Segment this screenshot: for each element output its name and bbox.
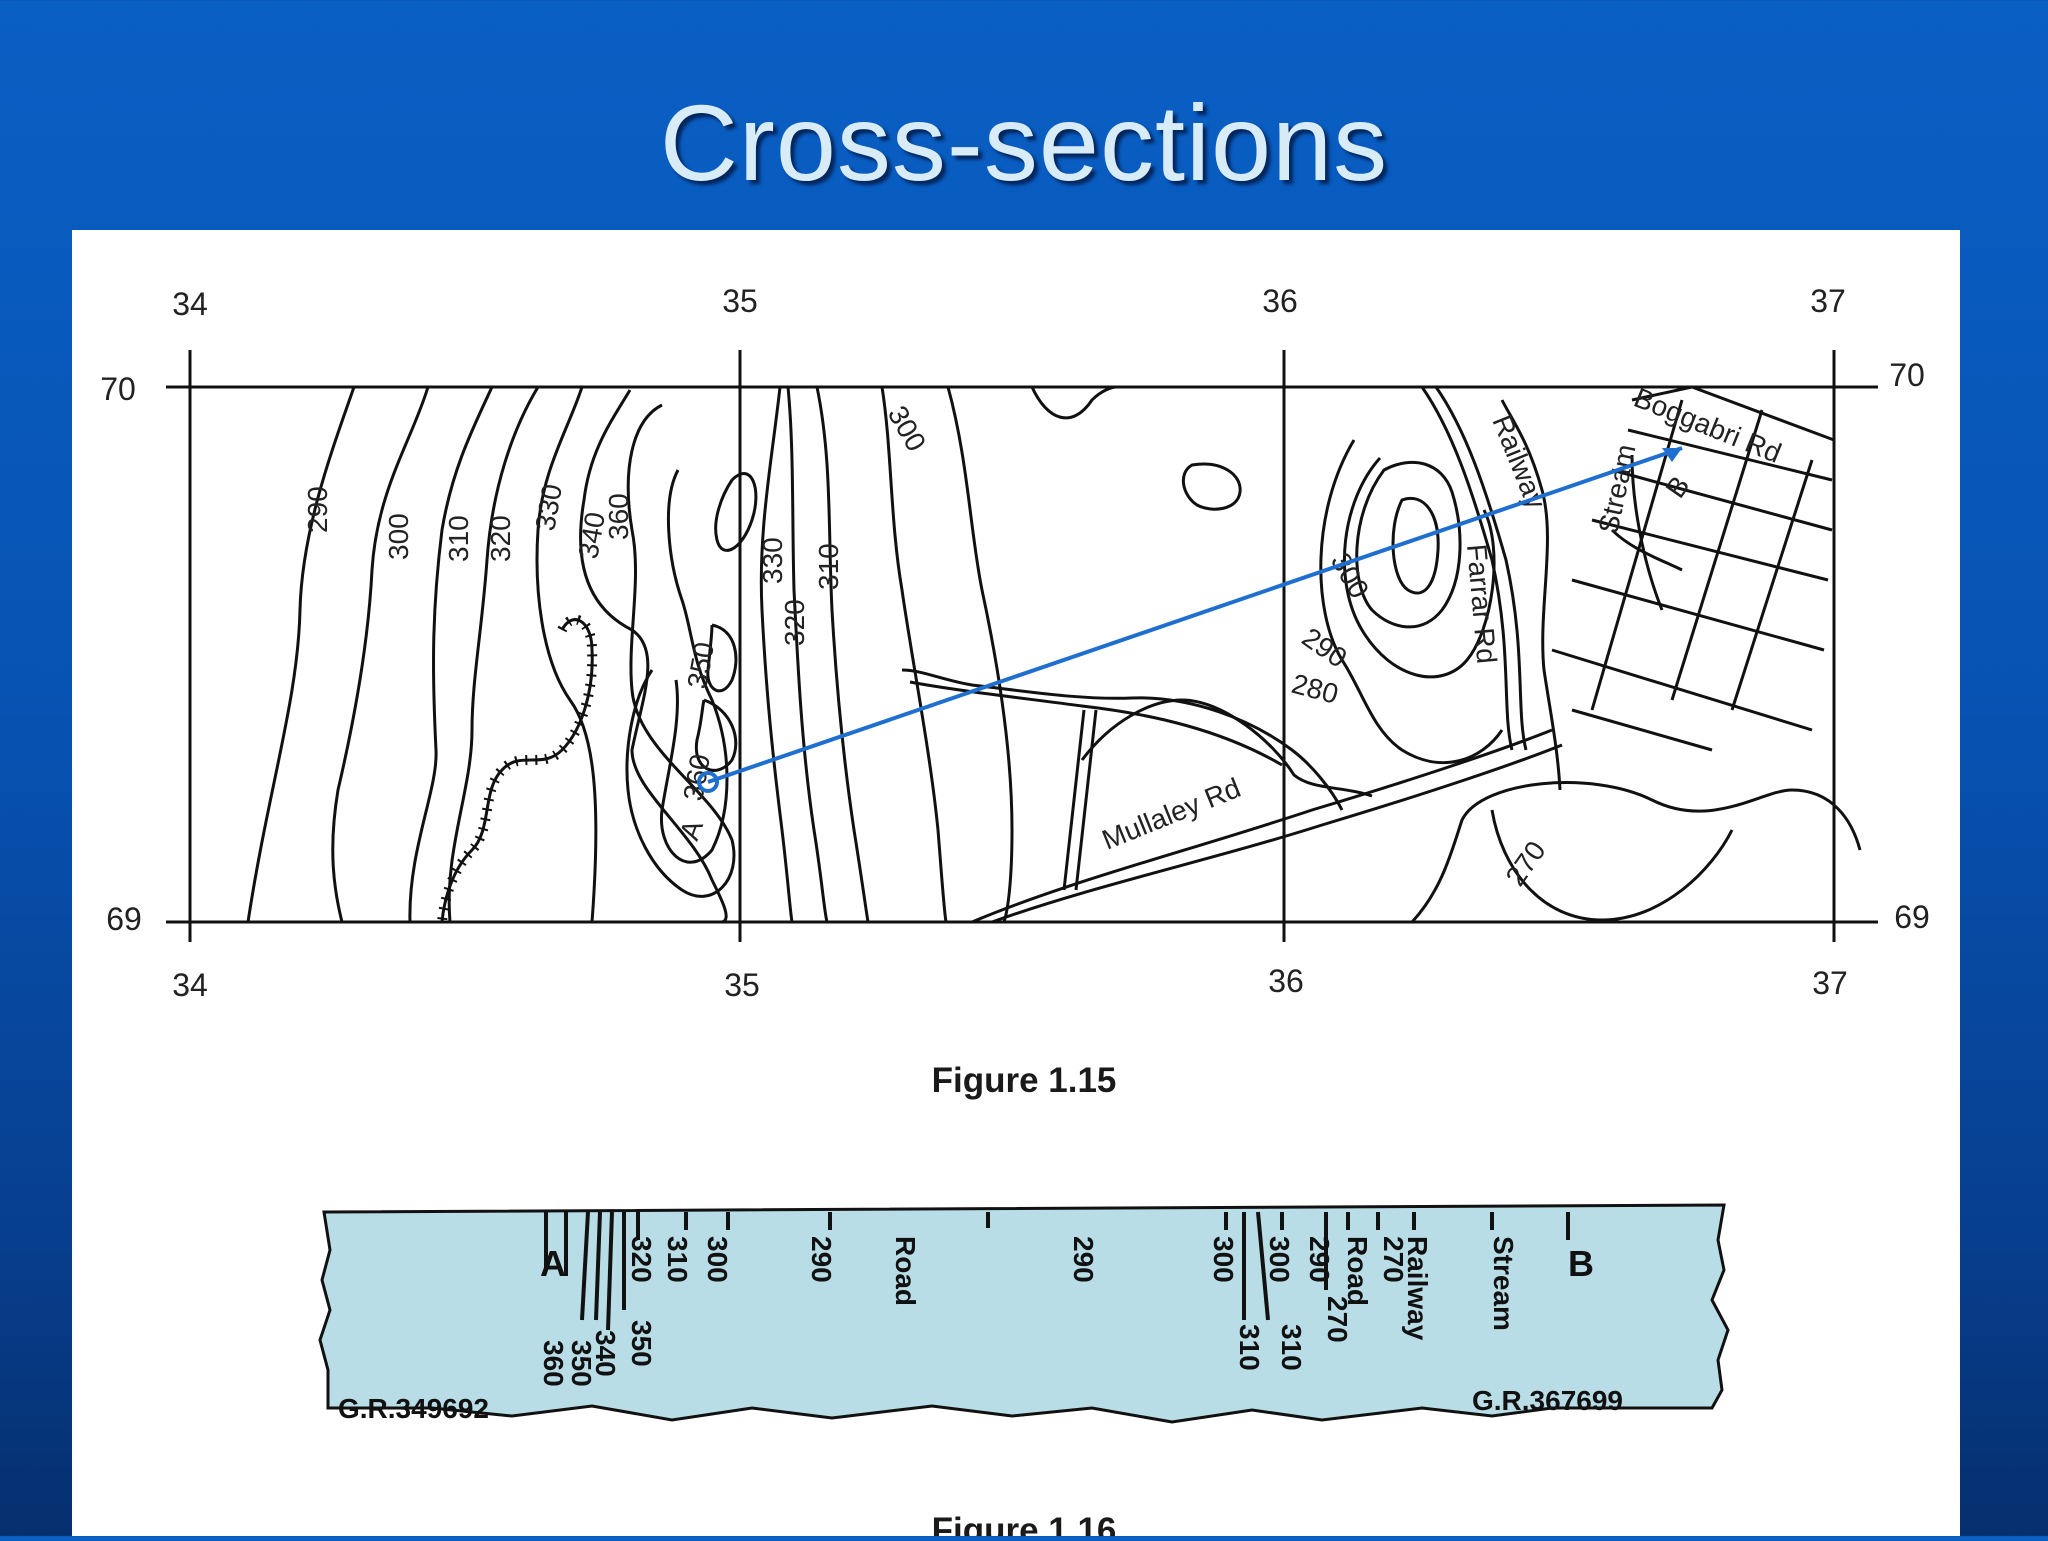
strip-mark: 310: [1276, 1324, 1307, 1371]
contour-label: 350: [681, 640, 720, 691]
contour-label: 310: [813, 543, 844, 590]
figure-panel: 34 35 36 37 34 35 36 37 70 70 69 69: [72, 230, 1960, 1541]
strip-mark: 350: [626, 1320, 657, 1367]
easting-34-bottom: 34: [172, 967, 208, 1003]
contour-label: 300: [383, 513, 414, 560]
cross-section-strip: A B 360 350 340 320 350 310 300 290 Road…: [318, 1203, 1730, 1424]
strip-mark: 270: [1378, 1236, 1409, 1283]
label-farrar-rd: Farrar Rd: [1461, 543, 1502, 665]
contour-label: 320: [485, 515, 516, 562]
easting-37-top: 37: [1810, 283, 1846, 319]
contour-label: 280: [1288, 668, 1341, 710]
northing-69-left: 69: [106, 901, 142, 937]
strip-mark: 270: [1322, 1296, 1353, 1343]
topographic-figure: 34 35 36 37 34 35 36 37 70 70 69 69: [100, 283, 1930, 1541]
contour-label: 320: [779, 599, 810, 646]
strip-mark: 360: [538, 1340, 569, 1387]
strip-mark: 310: [662, 1236, 693, 1283]
easting-36-bottom: 36: [1268, 963, 1304, 999]
label-point-a: A: [674, 816, 710, 844]
figure-1-16-caption: Figure 1.16: [932, 1511, 1117, 1536]
strip-mark: Road: [890, 1236, 921, 1306]
strip-mark: Railway: [1402, 1236, 1433, 1341]
figure-1-15-caption: Figure 1.15: [932, 1061, 1117, 1100]
strip-mark: 350: [566, 1340, 597, 1387]
strip-mark: 340: [590, 1330, 621, 1377]
strip-label-a: A: [540, 1243, 566, 1284]
strip-mark: 310: [1234, 1324, 1265, 1371]
easting-37-bottom: 37: [1812, 965, 1848, 1001]
strip-grid-ref-right: G.R.367699: [1472, 1385, 1623, 1416]
strip-label-b: B: [1568, 1243, 1594, 1284]
contour-label: 270: [1500, 835, 1552, 891]
northing-69-right: 69: [1894, 899, 1930, 935]
strip-mark: Road: [1342, 1236, 1373, 1306]
contour-label: 290: [302, 486, 333, 533]
northing-70-left: 70: [100, 371, 136, 407]
strip-mark: 290: [1304, 1236, 1335, 1283]
easting-36-top: 36: [1262, 283, 1298, 319]
contour-label: 360: [603, 493, 634, 540]
escarpment: [437, 614, 598, 923]
strip-mark: 320: [626, 1236, 657, 1283]
roads: [901, 385, 1835, 924]
easting-35-bottom: 35: [724, 967, 760, 1003]
easting-35-top: 35: [722, 283, 758, 319]
northing-70-right: 70: [1889, 357, 1925, 393]
map-grid: [166, 350, 1878, 942]
strip-mark: 290: [1068, 1236, 1099, 1283]
strip-mark: 300: [1208, 1236, 1239, 1283]
label-point-b: B: [1660, 470, 1696, 503]
strip-mark: 290: [806, 1236, 837, 1283]
strip-grid-ref-left: G.R.349692: [338, 1393, 489, 1424]
easting-34-top: 34: [172, 286, 208, 322]
contour-label: 360: [677, 752, 716, 803]
slide-title: Cross-sections: [659, 82, 1389, 203]
strip-mark: 300: [702, 1236, 733, 1283]
label-mullaley-rd: Mullaley Rd: [1098, 772, 1245, 856]
contour-label: 330: [757, 537, 788, 584]
contour-label: 330: [529, 482, 568, 533]
section-line-a-b: [697, 446, 1683, 793]
strip-mark: Stream: [1488, 1236, 1519, 1331]
contour-label: 310: [443, 515, 474, 562]
strip-mark: 300: [1264, 1236, 1295, 1283]
